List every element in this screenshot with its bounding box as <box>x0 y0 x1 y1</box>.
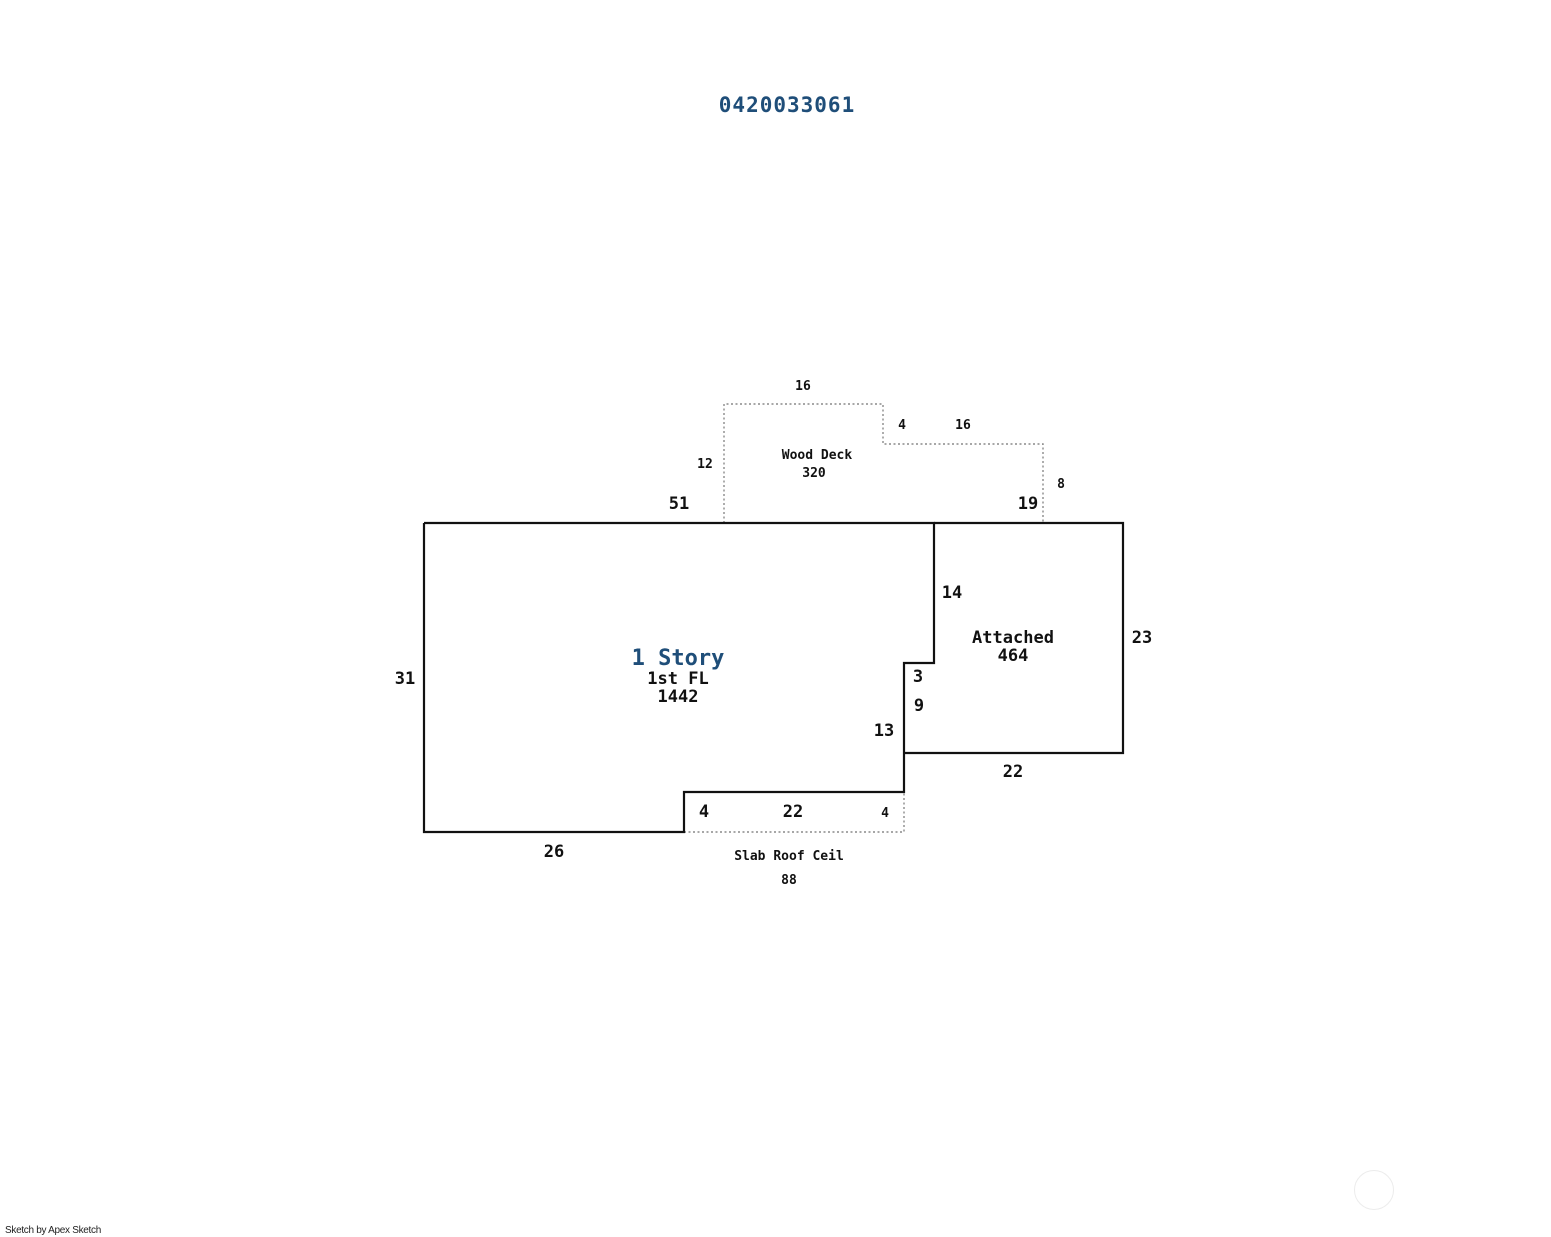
dim-garage-left: 14 <box>942 583 962 603</box>
slab-name-label: Slab Roof Ceil <box>734 849 844 864</box>
deck-name-label: Wood Deck <box>782 448 853 463</box>
main-story-name: 1 Story <box>632 646 725 671</box>
dim-main-top: 51 <box>669 494 689 514</box>
main-area-label: 1442 <box>658 687 699 707</box>
dim-step-long: 13 <box>874 721 894 741</box>
dim-step-mid: 9 <box>914 696 924 716</box>
dim-slab-right: 4 <box>881 806 889 821</box>
garage-name-label: Attached <box>972 628 1054 648</box>
dim-deck-left: 12 <box>697 457 713 472</box>
garage-outline <box>904 521 1125 755</box>
deck-area-label: 320 <box>802 466 826 481</box>
dim-slab-top: 22 <box>783 802 803 822</box>
dim-deck-right: 8 <box>1057 477 1065 492</box>
garage-area-label: 464 <box>998 646 1029 666</box>
dim-garage-bottom: 22 <box>1003 762 1023 782</box>
wood-deck-outline <box>723 403 1044 523</box>
dim-garage-right: 23 <box>1132 628 1152 648</box>
main-story-outline <box>422 521 936 834</box>
dim-step-short: 3 <box>913 667 923 687</box>
slab-area-label: 88 <box>781 873 797 888</box>
main-floor-label: 1st FL <box>647 669 708 689</box>
dim-deck-top: 16 <box>795 379 811 394</box>
dim-garage-top: 19 <box>1018 494 1038 514</box>
watermark-circle-icon <box>1354 1170 1394 1210</box>
dim-main-left: 31 <box>395 669 415 689</box>
dim-deck-step: 4 <box>898 418 906 433</box>
dim-slab-left: 4 <box>699 802 709 822</box>
dim-deck-right-top: 16 <box>955 418 971 433</box>
parcel-number-title: 0420033061 <box>719 93 855 117</box>
dim-main-bottom: 26 <box>544 842 564 862</box>
sketch-credit: Sketch by Apex Sketch <box>5 1225 101 1236</box>
slab-roof-outline <box>684 792 905 833</box>
